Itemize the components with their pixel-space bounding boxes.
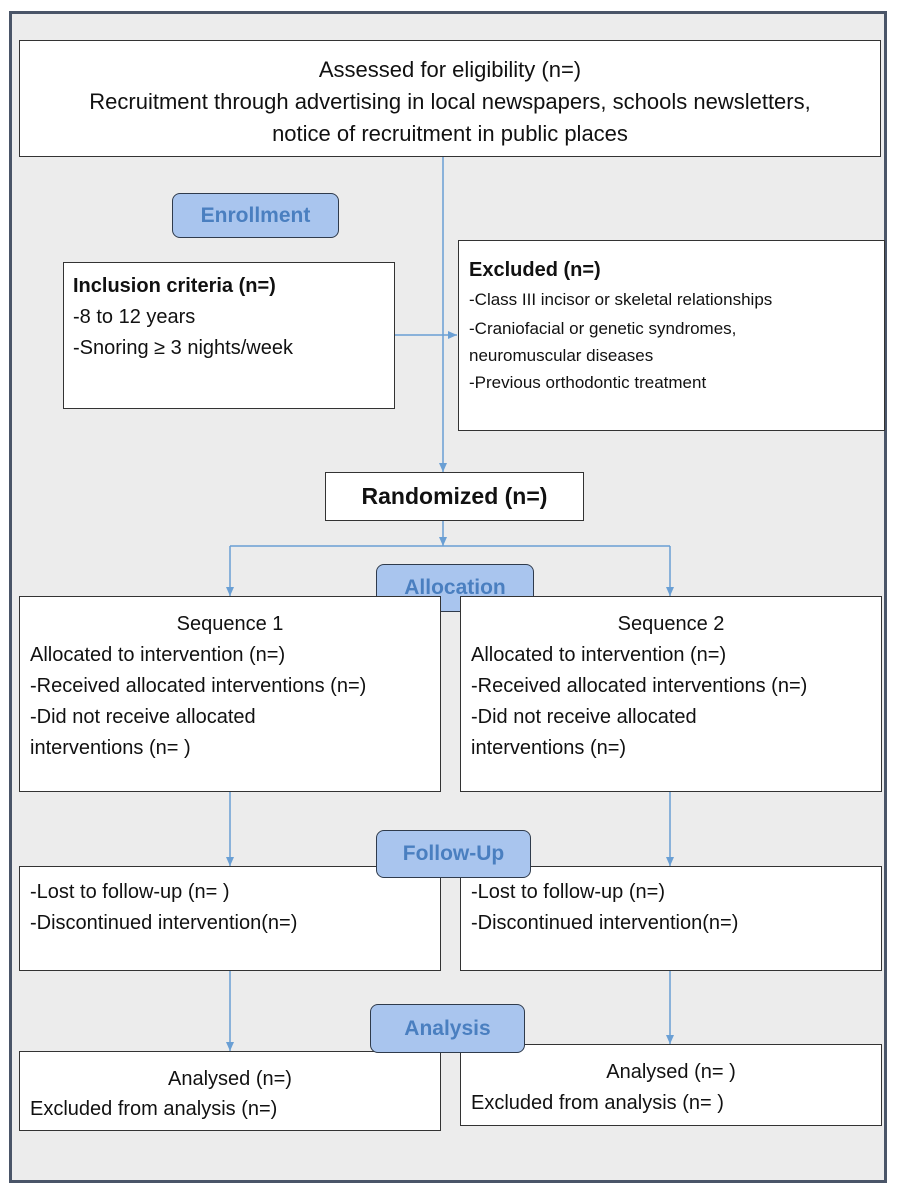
followup2-discontinued: -Discontinued intervention(n=)	[471, 912, 739, 934]
sequence2-not-received: -Did not receive allocated	[471, 706, 697, 728]
stage-analysis: Analysis	[370, 1004, 525, 1053]
excluded-item: neuromuscular diseases	[469, 346, 654, 365]
inclusion-item: -Snoring ≥ 3 nights/week	[73, 337, 293, 359]
followup2-lost: -Lost to follow-up (n=)	[471, 881, 665, 903]
inclusion-title: Inclusion criteria (n=)	[73, 275, 276, 297]
excluded-title: Excluded (n=)	[469, 259, 601, 281]
followup1-lost: -Lost to follow-up (n= )	[30, 881, 230, 903]
randomized-label: Randomized (n=)	[361, 483, 548, 509]
sequence2-received: -Received allocated interventions (n=)	[471, 675, 808, 697]
analysis2-box: Analysed (n= ) Excluded from analysis (n…	[460, 1044, 882, 1126]
assessed-line1: Recruitment through advertising in local…	[89, 89, 811, 114]
excluded-item: -Previous orthodontic treatment	[469, 373, 707, 392]
stage-enrollment: Enrollment	[172, 193, 339, 238]
assessed-box: Assessed for eligibility (n=) Recruitmen…	[19, 40, 881, 157]
followup1-box: -Lost to follow-up (n= ) -Discontinued i…	[19, 866, 441, 971]
assessed-line2: notice of recruitment in public places	[272, 121, 628, 146]
followup1-discontinued: -Discontinued intervention(n=)	[30, 912, 298, 934]
analysis2-analysed: Analysed (n= )	[606, 1061, 736, 1083]
sequence2-title: Sequence 2	[617, 613, 725, 635]
sequence2-not-received: interventions (n=)	[471, 737, 627, 759]
analysis1-analysed: Analysed (n=)	[168, 1068, 292, 1090]
sequence2-box: Sequence 2 Allocated to intervention (n=…	[460, 596, 882, 792]
sequence2-allocated: Allocated to intervention (n=)	[471, 644, 727, 666]
stage-allocation: Allocation	[376, 564, 534, 612]
analysis1-box: Analysed (n=) Excluded from analysis (n=…	[19, 1051, 441, 1131]
inclusion-box: Inclusion criteria (n=) -8 to 12 years -…	[63, 262, 395, 409]
sequence1-not-received: interventions (n= )	[30, 737, 191, 759]
excluded-item: -Craniofacial or genetic syndromes,	[469, 319, 737, 338]
inclusion-item: -8 to 12 years	[73, 306, 196, 328]
randomized-box: Randomized (n=)	[325, 472, 584, 521]
stage-followup: Follow-Up	[376, 830, 531, 878]
sequence1-box: Sequence 1 Allocated to intervention (n=…	[19, 596, 441, 792]
sequence1-received: -Received allocated interventions (n=)	[30, 675, 367, 697]
analysis2-excluded: Excluded from analysis (n= )	[471, 1092, 724, 1114]
assessed-title: Assessed for eligibility (n=)	[318, 57, 582, 82]
excluded-box: Excluded (n=) -Class III incisor or skel…	[458, 240, 885, 431]
excluded-item: -Class III incisor or skeletal relations…	[469, 290, 773, 309]
analysis1-excluded: Excluded from analysis (n=)	[30, 1098, 278, 1120]
sequence1-allocated: Allocated to intervention (n=)	[30, 644, 286, 666]
sequence1-title: Sequence 1	[176, 613, 284, 635]
sequence1-not-received: -Did not receive allocated	[30, 706, 256, 728]
followup2-box: -Lost to follow-up (n=) -Discontinued in…	[460, 866, 882, 971]
